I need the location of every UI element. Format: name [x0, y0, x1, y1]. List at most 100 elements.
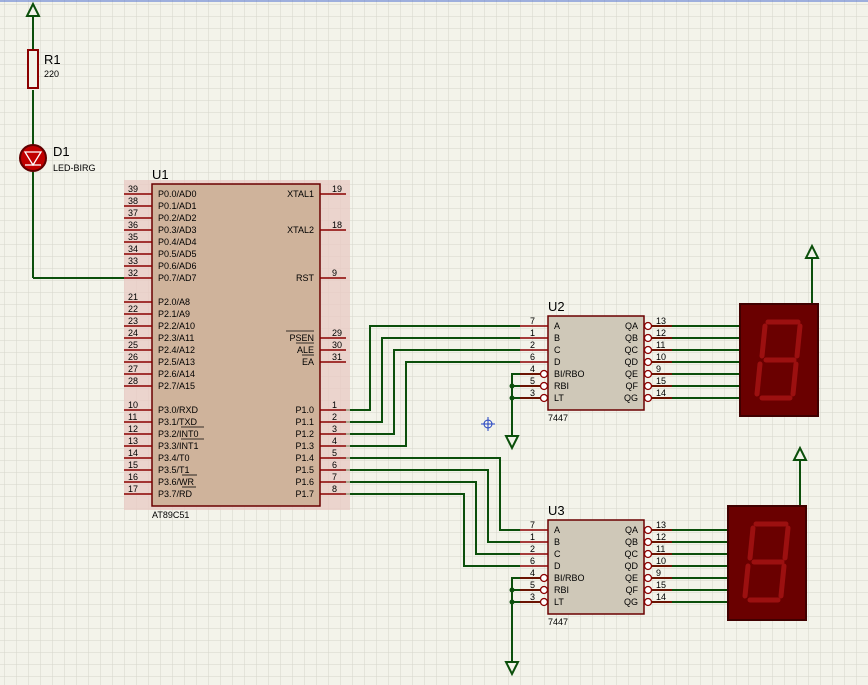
led-d1[interactable]: D1 LED-BIRG — [19, 144, 96, 173]
power-terminal-display1[interactable] — [804, 243, 820, 259]
u2-pin-number: 2 — [530, 340, 535, 350]
u1-pin-label: P2.0/A8 — [158, 297, 190, 307]
u3-pin-label: QD — [625, 561, 639, 571]
u2-pin-number: 10 — [656, 352, 666, 362]
u1-pin-number: 3 — [332, 424, 337, 434]
u3-pin-label: QE — [625, 573, 638, 583]
u1-pin-label: P2.7/A15 — [158, 381, 195, 391]
u3-pin-number: 11 — [656, 544, 665, 554]
u1-pin-label: P1.5 — [295, 465, 314, 475]
u1-pin-number: 15 — [128, 460, 138, 470]
u3-pin-number: 10 — [656, 556, 666, 566]
u3-pin-number: 2 — [530, 544, 535, 554]
u1-pin-number: 27 — [128, 364, 138, 374]
r1-value: 220 — [44, 69, 59, 79]
u3-inversion-bubble — [643, 525, 653, 535]
u2-pin-number: 1 — [530, 328, 535, 338]
u1-pin-label: P2.4/A12 — [158, 345, 195, 355]
u3-inversion-bubble — [643, 573, 653, 583]
u1-pin-number: 19 — [332, 184, 342, 194]
u2-pin-label: QF — [626, 381, 639, 391]
u1-pin-label: P1.1 — [295, 417, 314, 427]
u3-pin-number: 9 — [656, 568, 661, 578]
u2-inversion-bubble — [643, 369, 653, 379]
u1-pin-number: 1 — [332, 400, 337, 410]
u1-pin-label: P1.7 — [295, 489, 314, 499]
u1-pin-number: 23 — [128, 316, 138, 326]
u1-pin-number: 12 — [128, 424, 138, 434]
u1-pin-number: 11 — [128, 412, 137, 422]
u1-pin-number: 31 — [332, 352, 342, 362]
resistor-r1[interactable]: R1 220 — [27, 49, 61, 89]
u2-pin-number: 3 — [530, 388, 535, 398]
u1-pin-number: 29 — [332, 328, 342, 338]
u2-pin-number: 6 — [530, 352, 535, 362]
u1-pin-label: EA — [302, 357, 314, 367]
power-terminal-display2[interactable] — [792, 445, 808, 461]
u1-pin-label: P2.6/A14 — [158, 369, 195, 379]
r1-reference: R1 — [44, 52, 61, 67]
u2-pin-label: QC — [625, 345, 639, 355]
wires — [32, 12, 813, 664]
u3-pin-number: 4 — [530, 568, 535, 578]
u1-pin-number: 28 — [128, 376, 138, 386]
u3-pin-label: BI/RBO — [554, 573, 585, 583]
ground-terminal-u3[interactable] — [504, 661, 520, 677]
u1-pin-number: 5 — [332, 448, 337, 458]
u2-pin-number: 9 — [656, 364, 661, 374]
u1-pin-number: 17 — [128, 484, 138, 494]
u2-pin-label: BI/RBO — [554, 369, 585, 379]
u1-pin-label: P1.6 — [295, 477, 314, 487]
u3-pin-number: 1 — [530, 532, 535, 542]
seven-segment-display-2[interactable] — [727, 505, 807, 621]
u3-pin-label: B — [554, 537, 560, 547]
u3-pin-label: QG — [624, 597, 638, 607]
u1-pin-number: 26 — [128, 352, 138, 362]
d1-reference: D1 — [53, 144, 70, 159]
u3-pin-label: RBI — [554, 585, 569, 595]
u3-pin-number: 7 — [530, 520, 535, 530]
u2-inversion-bubble — [539, 369, 549, 379]
u2-inversion-bubble — [643, 393, 653, 403]
junction-dots — [509, 383, 515, 605]
u1-pin-number: 37 — [128, 208, 138, 218]
u1-pin-number: 6 — [332, 460, 337, 470]
u2-inversion-bubble — [643, 345, 653, 355]
u2-reference: U2 — [548, 299, 565, 314]
u1-pin-number: 8 — [332, 484, 337, 494]
u3-pin-label: A — [554, 525, 560, 535]
u3-inversion-bubble — [643, 585, 653, 595]
u2-pin-label: B — [554, 333, 560, 343]
u2-inversion-bubble — [643, 381, 653, 391]
u1-pin-number: 25 — [128, 340, 138, 350]
u2-pin-label: D — [554, 357, 561, 367]
u3-reference: U3 — [548, 503, 565, 518]
u3-inversion-bubble — [539, 585, 549, 595]
u1-pin-number: 24 — [128, 328, 138, 338]
seven-segment-display-1[interactable] — [739, 303, 819, 417]
u1-pin-number: 33 — [128, 256, 138, 266]
u1-pin-label: P3.1/TXD — [158, 417, 198, 427]
u2-inversion-bubble — [539, 393, 549, 403]
power-terminal-top[interactable] — [25, 1, 41, 17]
u3-pin-label: QA — [625, 525, 638, 535]
u1-pin-label: P1.4 — [295, 453, 314, 463]
ground-terminal-u2[interactable] — [504, 435, 520, 451]
u1-pin-label: P1.3 — [295, 441, 314, 451]
u1-part: AT89C51 — [152, 510, 189, 520]
u2-inversion-bubble — [643, 357, 653, 367]
u2-inversion-bubble — [643, 333, 653, 343]
u2-pin-label: QG — [624, 393, 638, 403]
u1-pin-label: P1.0 — [295, 405, 314, 415]
u2-pin-label: LT — [554, 393, 564, 403]
u1-reference: U1 — [152, 167, 169, 182]
u2-pin-number: 4 — [530, 364, 535, 374]
u1-pin-number: 30 — [332, 340, 342, 350]
u1-pin-label: P3.3/INT1 — [158, 441, 199, 451]
